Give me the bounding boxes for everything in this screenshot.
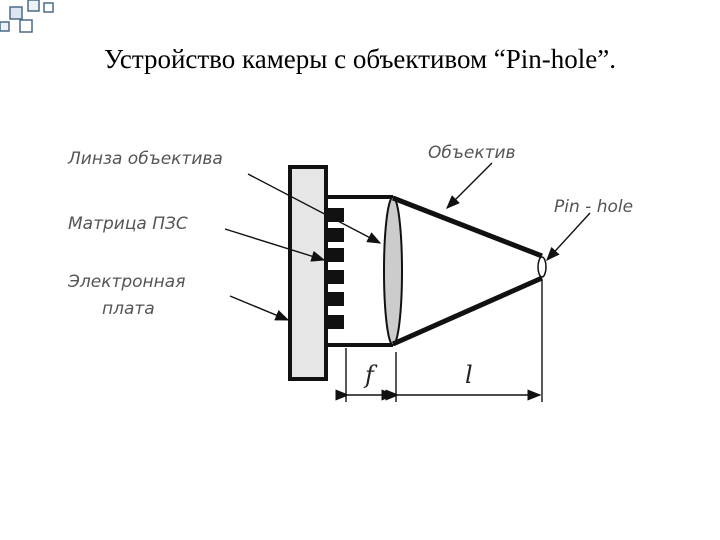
pinhole-pointer: [546, 212, 591, 262]
objective-lens: [383, 196, 403, 346]
corner-square: [9, 6, 23, 20]
board-label-line1: Электронная: [67, 272, 185, 292]
camera-housing: [326, 195, 393, 347]
focal-length-label: f: [363, 361, 378, 389]
dimension-lines: [345, 280, 543, 402]
lens-label: Линза объектива: [67, 149, 223, 169]
slide-title: Устройство камеры с объективом “Pin-hole…: [103, 44, 617, 74]
ccd-pointer: [224, 228, 326, 262]
pinhole-aperture: [537, 256, 547, 278]
ccd-matrix: [328, 208, 344, 329]
corner-square: [0, 21, 10, 32]
ccd-cell: [328, 248, 344, 262]
electronic-board: [288, 165, 328, 381]
board-pointer: [229, 295, 290, 321]
corner-square: [19, 19, 33, 33]
corner-decoration: [0, 0, 54, 33]
length-label: l: [465, 361, 473, 389]
pinhole-camera-diagram: Линза объектива Матрица ПЗС Электронная …: [67, 143, 633, 402]
corner-square: [27, 0, 40, 12]
objective-cone: [391, 195, 544, 347]
ccd-cell: [328, 228, 344, 242]
ccd-cell: [328, 292, 344, 306]
board-label-line2: плата: [102, 299, 155, 319]
ccd-cell: [328, 270, 344, 284]
objective-label: Объектив: [428, 143, 516, 163]
ccd-matrix-label: Матрица ПЗС: [68, 214, 188, 234]
objective-pointer: [446, 162, 493, 209]
pinhole-label: Pin - hole: [554, 197, 633, 217]
corner-square: [43, 2, 54, 13]
lens-pointer: [247, 173, 382, 244]
ccd-cell: [328, 315, 344, 329]
